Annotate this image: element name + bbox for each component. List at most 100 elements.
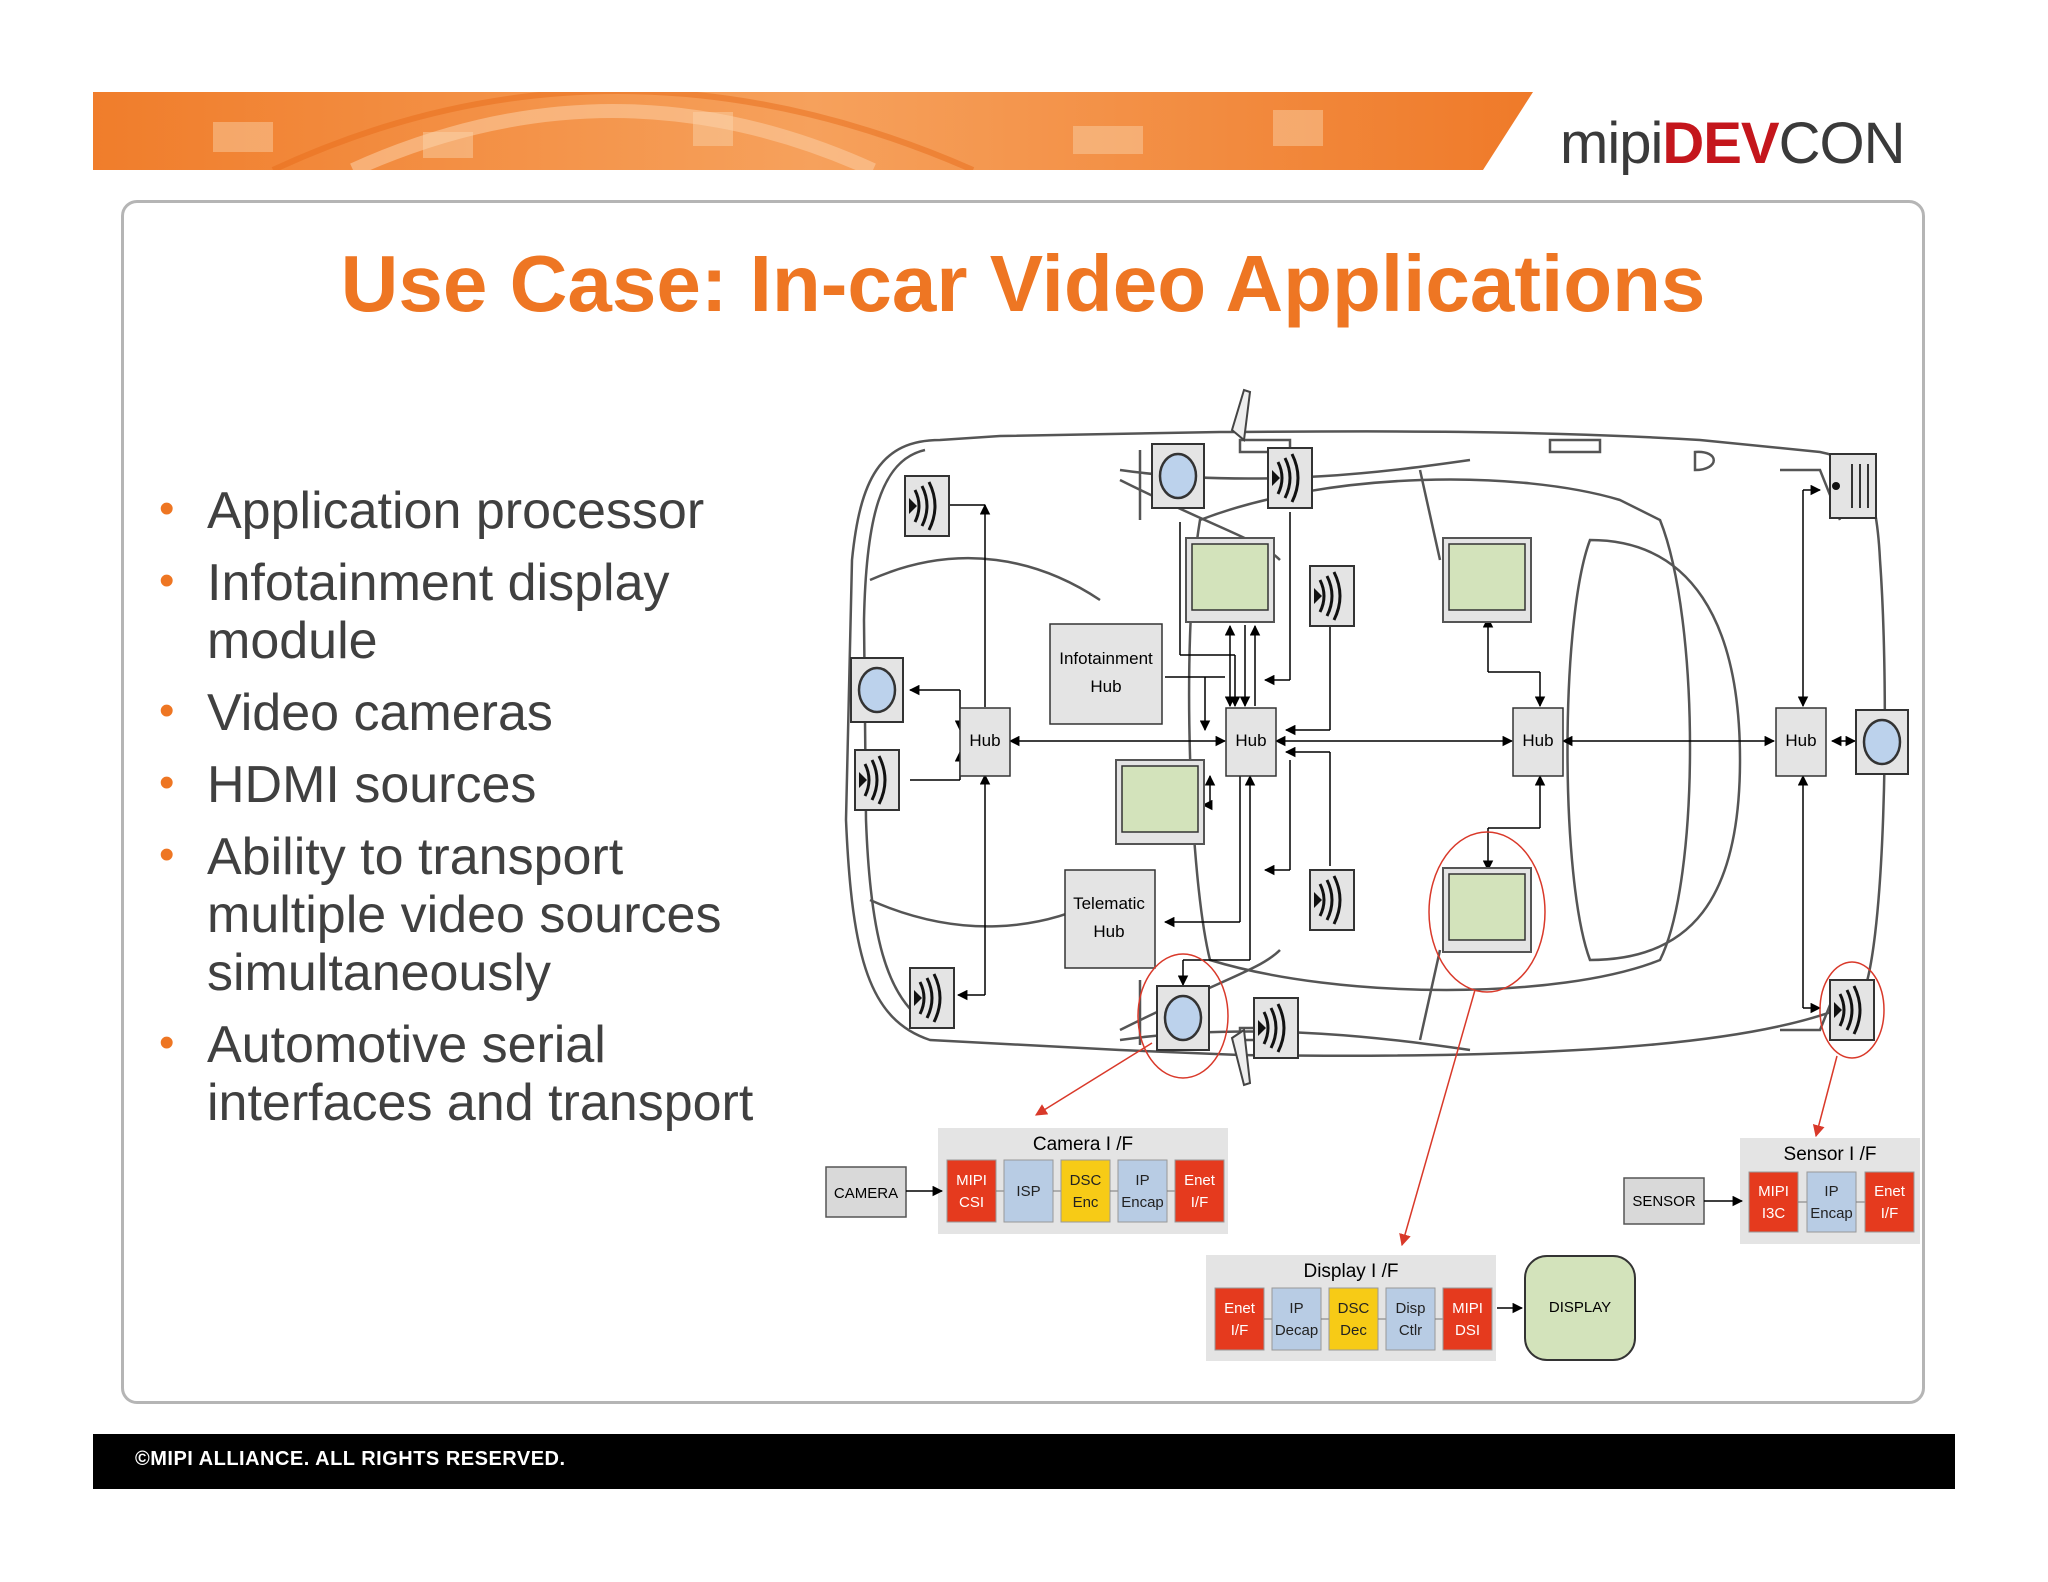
footer-bar: ©MIPI ALLIANCE. ALL RIGHTS RESERVED.	[93, 1434, 1955, 1489]
interface-block: IP Encap	[1806, 1171, 1857, 1233]
header-banner	[93, 92, 1533, 170]
sensor-icon	[853, 748, 901, 812]
svg-text:Hub: Hub	[1785, 731, 1816, 750]
display-screen	[1115, 759, 1205, 845]
interface-block: MIPI I3C	[1748, 1171, 1799, 1233]
slide-title: Use Case: In-car Video Applications	[340, 239, 1706, 328]
interface-block: ISP	[1003, 1159, 1054, 1223]
svg-text:DISPLAY: DISPLAY	[1549, 1299, 1611, 1316]
svg-text:Hub: Hub	[969, 731, 1000, 750]
interface-block-label: IP	[1135, 1172, 1149, 1189]
display-screen	[1442, 537, 1532, 623]
interface-block-label: Encap	[1810, 1205, 1853, 1222]
interface-block-label: Enc	[1073, 1194, 1099, 1211]
interface-block-label: ISP	[1016, 1183, 1040, 1200]
interface-block-bg	[1328, 1287, 1379, 1351]
interface-block: DSC Enc	[1060, 1159, 1111, 1223]
car-network-diagram: Hub Hub Hub Hub Infotainment Hub Telemat…	[825, 388, 1920, 1361]
interface-block-bg	[1271, 1287, 1322, 1351]
interface-block-bg	[946, 1159, 997, 1223]
copyright-text: ©MIPI ALLIANCE. ALL RIGHTS RESERVED.	[135, 1448, 566, 1470]
interface-block-label: Enet	[1874, 1183, 1906, 1200]
sensor-icon	[1266, 446, 1314, 510]
interface-block: DSC Dec	[1328, 1287, 1379, 1351]
highlight-ellipse	[1137, 831, 1885, 1079]
interface-block-label: CSI	[959, 1194, 984, 1211]
interface-block-label: Enet	[1224, 1300, 1256, 1317]
svg-text:CAMERA: CAMERA	[834, 1185, 898, 1202]
interface-block-label: Dec	[1340, 1322, 1367, 1339]
interface-block-label: DSI	[1455, 1322, 1480, 1339]
interface-block-label: Decap	[1275, 1322, 1318, 1339]
sensor-icon	[908, 966, 956, 1030]
sensor-icon	[1308, 868, 1356, 932]
bullet-item: Ability to transport multiple video sour…	[155, 826, 795, 1002]
mipi-devcon-logo: mipiDEVCON	[1560, 111, 1905, 176]
interface-block-label: IP	[1289, 1300, 1303, 1317]
connection-lines	[908, 484, 1857, 1014]
interface-block-label: IP	[1824, 1183, 1838, 1200]
interface-block-label: I/F	[1881, 1205, 1899, 1222]
interface-block-bg	[1060, 1159, 1111, 1223]
interface-block-label: Disp	[1395, 1300, 1425, 1317]
sensor-icon	[903, 474, 951, 538]
svg-text:Hub: Hub	[1090, 677, 1121, 696]
interface-block-label: DSC	[1070, 1172, 1102, 1189]
interface-block-label: Encap	[1121, 1194, 1164, 1211]
svg-text:Hub: Hub	[1522, 731, 1553, 750]
interface-block-bg	[1748, 1171, 1799, 1233]
hub-node: Hub	[1225, 707, 1277, 777]
interface-block-label: Ctlr	[1399, 1322, 1422, 1339]
interface-block: MIPI DSI	[1442, 1287, 1493, 1351]
display-screen	[1185, 537, 1275, 623]
interface-block-bg	[1117, 1159, 1168, 1223]
interface-block-label: Enet	[1184, 1172, 1216, 1189]
interface-block-bg	[1864, 1171, 1915, 1233]
interface-block-label: MIPI	[1452, 1300, 1483, 1317]
bullet-item: HDMI sources	[155, 754, 795, 814]
display-screen	[1442, 867, 1532, 953]
bullet-item: Automotive serial interfaces and transpo…	[155, 1014, 795, 1132]
interface-block-bg	[1806, 1171, 1857, 1233]
svg-text:Hub: Hub	[1235, 731, 1266, 750]
hub-node: Hub	[959, 707, 1011, 777]
svg-text:Display I /F: Display I /F	[1303, 1261, 1398, 1282]
lidar-icon	[1829, 453, 1877, 519]
svg-text:Telematic: Telematic	[1073, 894, 1145, 913]
interface-block-label: MIPI	[1758, 1183, 1789, 1200]
telematic-hub: Telematic Hub	[1064, 869, 1156, 969]
interface-block: IP Decap	[1271, 1287, 1322, 1351]
interface-block-bg	[1214, 1287, 1265, 1351]
sensor-icon	[1308, 564, 1356, 628]
interface-block-bg	[1442, 1287, 1493, 1351]
infotainment-hub: Infotainment Hub	[1049, 623, 1163, 725]
bullet-item: Infotainment display module	[155, 552, 795, 670]
interface-block-bg	[1385, 1287, 1436, 1351]
svg-text:Infotainment: Infotainment	[1059, 649, 1153, 668]
hub-node: Hub	[1512, 707, 1564, 777]
interface-block-label: DSC	[1338, 1300, 1370, 1317]
svg-text:SENSOR: SENSOR	[1632, 1193, 1696, 1210]
interface-block-label: I3C	[1762, 1205, 1786, 1222]
svg-text:Camera I /F: Camera I /F	[1033, 1134, 1133, 1155]
interface-block-bg	[1003, 1159, 1054, 1223]
camera-icon	[1854, 708, 1910, 776]
camera-icon	[1150, 442, 1206, 510]
camera-icon	[849, 656, 905, 724]
callout-arrow	[1034, 989, 1838, 1247]
camera-icon	[1155, 984, 1211, 1052]
interface-block: IP Encap	[1117, 1159, 1168, 1223]
sensor-icon	[1252, 996, 1300, 1060]
interface-block-bg	[1174, 1159, 1225, 1223]
bullet-item: Video cameras	[155, 682, 795, 742]
hub-node: Hub	[1775, 707, 1827, 777]
side-mirror	[1230, 388, 1252, 1087]
